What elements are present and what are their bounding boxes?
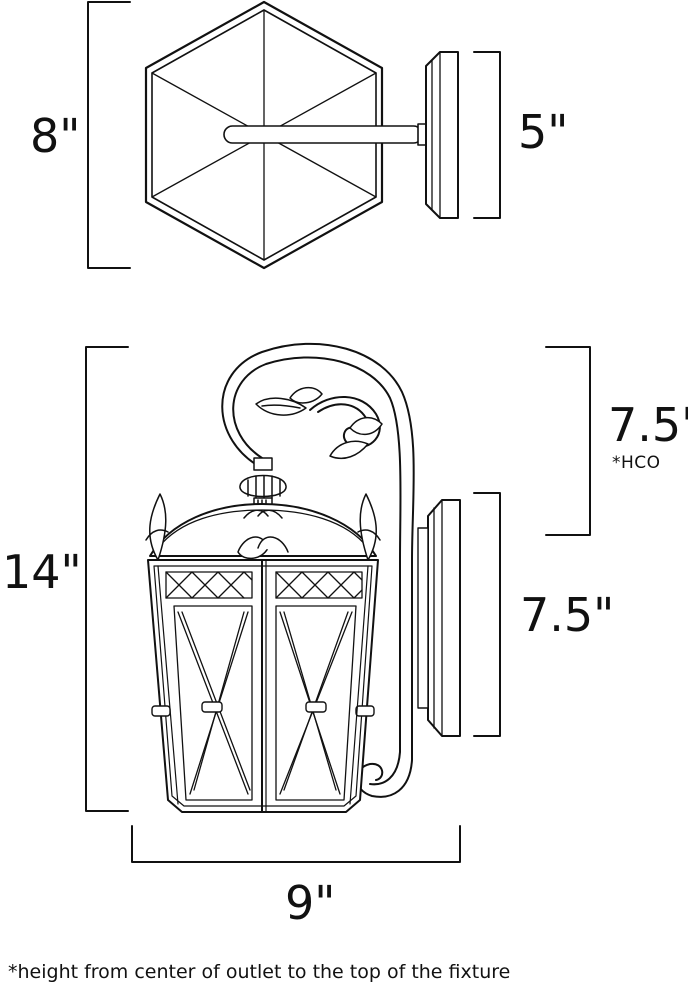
overall-height-label: 14"	[2, 545, 82, 599]
top-height-label: 8"	[30, 109, 81, 163]
hco-label: *HCO	[612, 453, 661, 473]
hco-bracket	[545, 346, 591, 536]
top-view	[87, 0, 501, 270]
hco-height-label: 7.5"	[608, 398, 688, 452]
width-label: 9"	[285, 876, 336, 930]
lower-backplate-bracket	[473, 492, 501, 737]
overall-height-bracket	[85, 346, 129, 812]
top-arm	[223, 125, 423, 144]
lattice-band	[165, 571, 363, 599]
hexagon-shade-outer	[144, 0, 384, 270]
cross-bands	[151, 701, 375, 717]
top-arm-collar	[417, 123, 427, 146]
front-view	[85, 342, 591, 863]
corner-leaf-ornaments	[145, 493, 381, 561]
top-backplate	[425, 51, 459, 219]
top-height-bracket	[87, 1, 131, 269]
backplate-mount	[417, 527, 429, 709]
lower-backplate	[427, 499, 461, 737]
lower-backplate-height-label: 7.5"	[520, 588, 615, 642]
backplate-height-bracket	[473, 51, 501, 219]
arm-leaf-ornaments	[255, 386, 383, 460]
width-bracket	[131, 825, 461, 863]
footnote: *height from center of outlet to the top…	[8, 961, 511, 983]
backplate-height-label: 5"	[518, 105, 569, 159]
hexagon-facets	[151, 9, 377, 261]
